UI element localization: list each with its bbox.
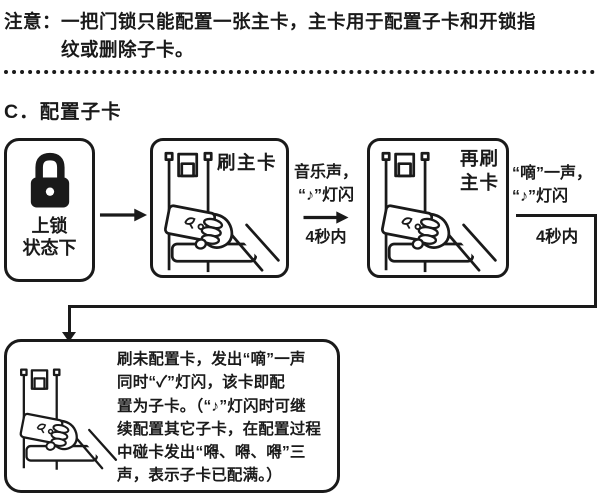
swipe-again-label-line-2: 主卡 (459, 172, 499, 193)
notice-label: 注意： (4, 11, 62, 32)
result-text-line: 续配置其它子卡，在配置过程 (117, 420, 322, 438)
result-text: 刷未配置卡，发出“嘀”一声 同时“✓”灯闪，该卡即配 置为子卡。（“♪”灯闪时可… (117, 348, 339, 488)
flow-arrow-icon (288, 210, 364, 225)
step-swipe-master-box: 刷主卡 (150, 138, 289, 278)
result-text-line: 声，表示子卡已配满。） (117, 467, 282, 485)
locked-state-label: 上锁 状态下 (23, 215, 77, 259)
swipe-master-again-label: 再刷 主卡 (460, 147, 499, 195)
connector-line-right (594, 214, 597, 308)
locked-state-label-line-2: 状态下 (22, 238, 77, 258)
step-locked-state-box: 上锁 状态下 (4, 138, 95, 282)
locked-state-label-line-1: 上锁 (31, 216, 68, 236)
notice-line-1: 一把门锁只能配置一张主卡，主卡用于配置子卡和开锁指 (61, 11, 537, 32)
swipe-master-label: 刷主卡 (216, 152, 277, 173)
notice-body: 一把门锁只能配置一张主卡，主卡用于配置子卡和开锁指 纹或删除子卡。 (61, 8, 596, 64)
transition-duration-text: 4秒内 (536, 228, 579, 246)
transition-after-first-swipe: 音乐声， “♪”灯闪 4秒内 (286, 162, 366, 250)
result-text-line: 置为子卡。（“♪”灯闪时可继 (117, 397, 306, 415)
result-text-line: 同时“✓”灯闪，该卡即配 (117, 374, 285, 392)
connector-line-drop (68, 305, 71, 334)
step-swipe-master-again-box: 再刷 主卡 (367, 138, 509, 278)
transition-indicator-text: “♪”灯闪 (512, 187, 569, 205)
result-box: 刷未配置卡，发出“嘀”一声 同时“✓”灯闪，该卡即配 置为子卡。（“♪”灯闪时可… (4, 339, 340, 493)
lock-icon (25, 150, 75, 210)
flow-arrow-icon (99, 207, 148, 223)
connector-line-top (516, 214, 597, 217)
transition-sound-text: “嘀”一声， (512, 165, 593, 182)
card-swipe-illustration (12, 346, 119, 488)
transition-after-second-swipe: “嘀”一声， “♪”灯闪 (512, 163, 600, 208)
notice-paragraph: 注意： 一把门锁只能配置一张主卡，主卡用于配置子卡和开锁指 纹或删除子卡。 (4, 8, 596, 64)
transition-duration-text: 4秒内 (305, 229, 347, 246)
result-text-line: 刷未配置卡，发出“嘀”一声 (117, 351, 306, 368)
notice-line-2: 纹或删除子卡。 (61, 39, 195, 60)
section-heading: C．配置子卡 (4, 101, 122, 123)
transition-sound-text: 音乐声， (293, 164, 358, 181)
connector-line-horizontal (68, 305, 597, 308)
swipe-again-label-line-1: 再刷 (459, 148, 499, 169)
down-arrowhead-icon (62, 332, 76, 342)
result-text-line: 中碰卡发出“嘚、嘚、嘚”三 (117, 444, 306, 462)
transition-indicator-text: “♪”灯闪 (297, 186, 354, 204)
dotted-divider (4, 70, 595, 74)
